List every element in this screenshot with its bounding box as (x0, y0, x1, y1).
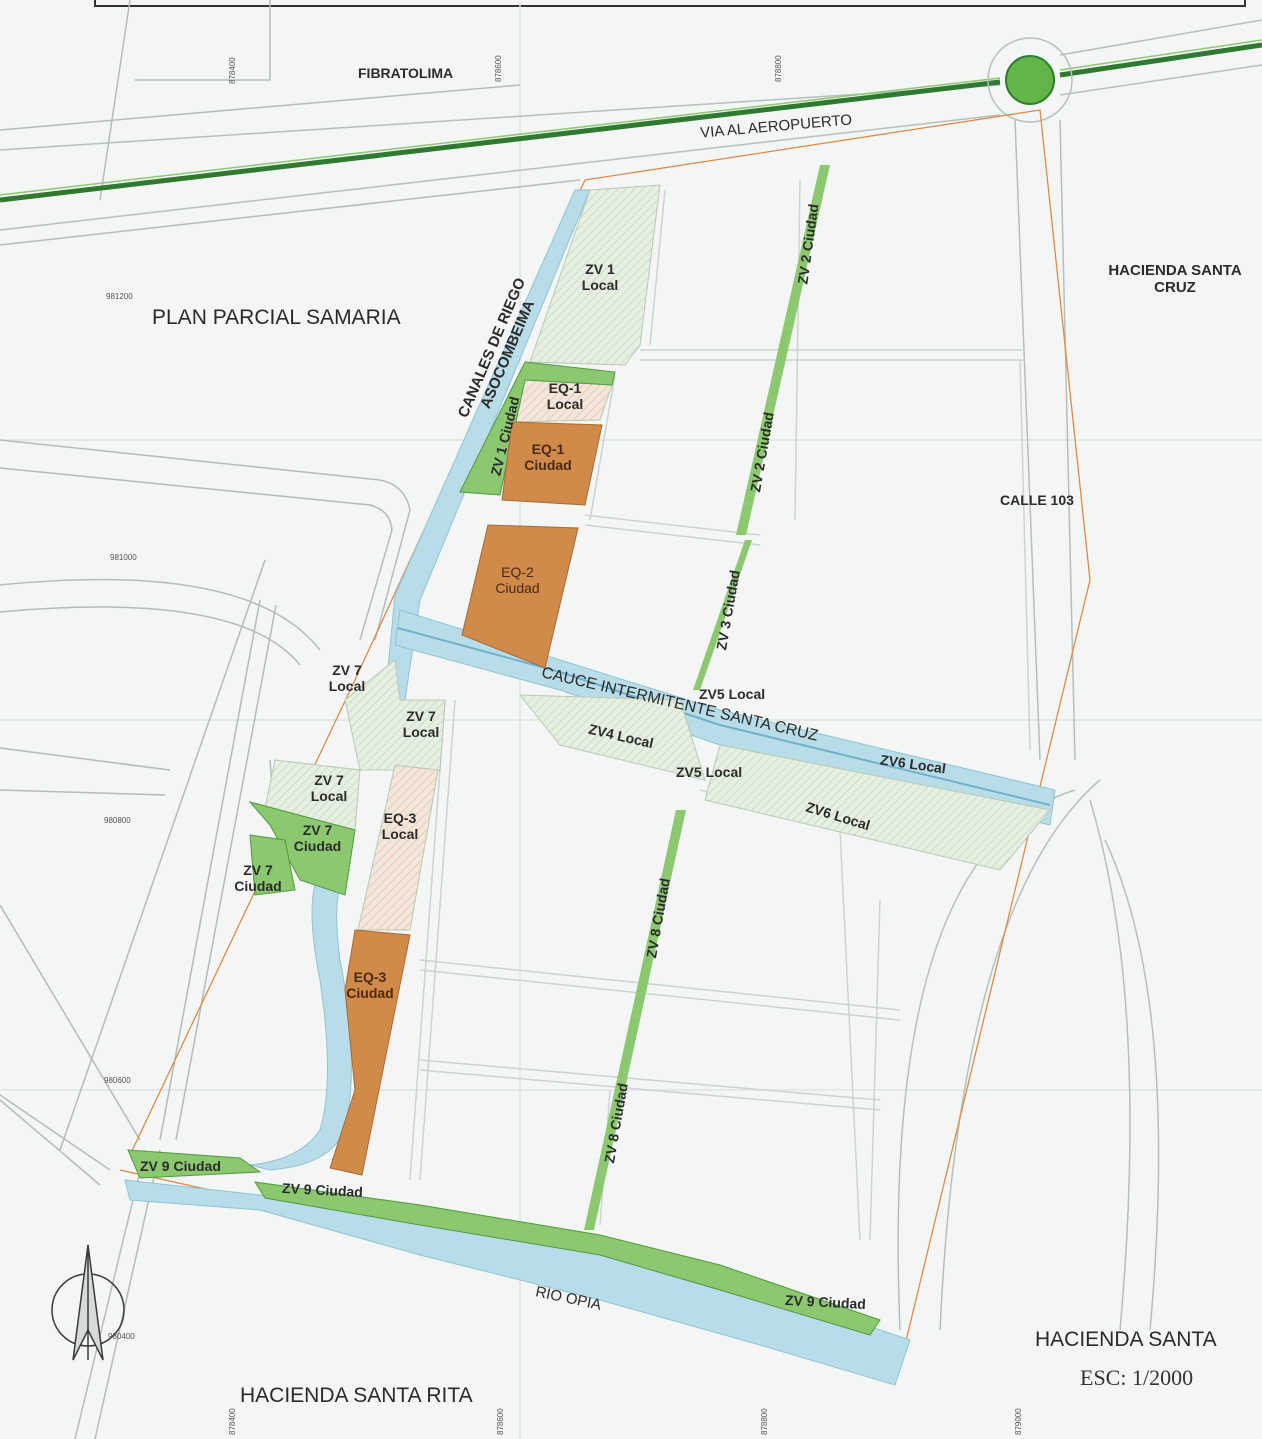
zone-zv9-ciudad-a: ZV 9 Ciudad (140, 1158, 221, 1174)
zone-eq3-ciudad: EQ-3 Ciudad (346, 969, 394, 1002)
roundabout-outer (987, 37, 1073, 123)
zone-zv7-local-b: ZV 7 Local (402, 708, 440, 741)
zone-eq2-ciudad: EQ-2 Ciudad (495, 564, 540, 597)
coord-x-879000-bot: 879000 (1014, 1408, 1023, 1435)
coord-x-878800-bot: 878800 (760, 1408, 769, 1435)
coord-y-980800: 980800 (104, 816, 131, 825)
north-arrow-icon (51, 1244, 125, 1361)
label-calle-103: CALLE 103 (1000, 492, 1074, 508)
ciudad-orange-zones (329, 421, 603, 1176)
zone-zv1-local: ZV 1 Local (581, 261, 619, 294)
coord-y-981000: 981000 (110, 553, 137, 562)
zone-zv5-local-a: ZV5 Local (699, 686, 766, 702)
coord-x-878400-bot: 878400 (228, 1408, 237, 1435)
coord-y-981200: 981200 (106, 292, 133, 301)
label-fibratolima: FIBRATOLIMA (358, 65, 454, 81)
block-grid (409, 179, 1031, 1241)
zone-eq1-ciudad: EQ-1 Ciudad (524, 441, 572, 474)
map-frame-top (94, 0, 1246, 7)
east-road (897, 119, 1160, 1331)
zone-zv5-local-b: ZV5 Local (676, 764, 743, 780)
local-zones (264, 184, 1051, 931)
coord-y-980600: 980600 (104, 1076, 131, 1085)
zone-zv7-local-a: ZV 7 Local (328, 662, 366, 695)
scale-label: ESC: 1/2000 (1080, 1365, 1194, 1390)
coord-x-878600-bot: 878600 (496, 1408, 505, 1435)
zone-eq1-local: EQ-1 Local (546, 380, 584, 413)
zone-eq3-local: EQ-3 Local (381, 810, 419, 843)
coord-y-980400: 980400 (108, 1332, 135, 1341)
green-corridors (584, 165, 830, 1230)
coord-x-878600-top: 878600 (494, 55, 503, 82)
coord-x-878400-top: 878400 (228, 57, 237, 84)
zone-zv7-ciudad-a: ZV 7 Ciudad (293, 822, 342, 855)
label-hacienda-santa-cruz: HACIENDA SANTA CRUZ (1108, 262, 1242, 297)
zone-zv7-ciudad-b: ZV 7 Ciudad (234, 862, 282, 895)
coord-x-878800-top: 878800 (774, 55, 783, 82)
label-hacienda-santa-se: HACIENDA SANTA (1035, 1328, 1217, 1351)
airport-road (0, 19, 1262, 231)
roundabout-center (1005, 55, 1055, 105)
label-hacienda-santa-rita: HACIENDA SANTA RITA (240, 1384, 473, 1407)
label-plan-parcial-samaria: PLAN PARCIAL SAMARIA (152, 306, 401, 329)
ciudad-green-zones (127, 361, 881, 1336)
zone-zv7-local-c: ZV 7 Local (310, 772, 348, 805)
